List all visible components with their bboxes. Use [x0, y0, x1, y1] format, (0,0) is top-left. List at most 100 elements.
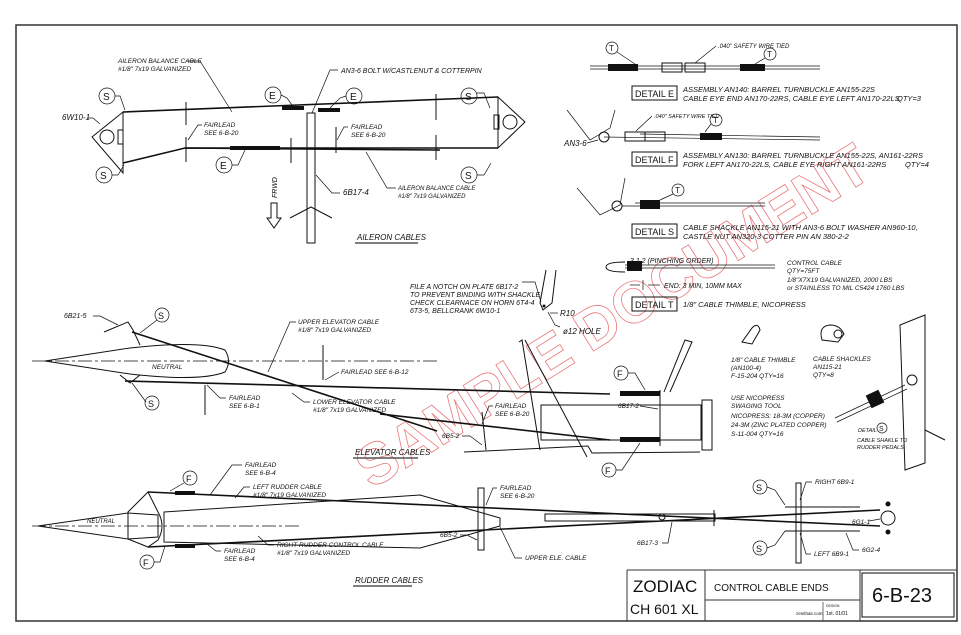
- torque-tube: [544, 513, 716, 522]
- aileron-section-title: AILERON CABLES: [356, 233, 427, 242]
- detail-t-label-box: [631, 296, 678, 312]
- control-cable-label: CONTROL CABLE: [787, 260, 842, 267]
- bellcrank-bracket-right: [493, 114, 500, 130]
- leader: [93, 315, 119, 326]
- leader: [209, 464, 242, 496]
- leader: [639, 405, 659, 410]
- detail-t-line-1: 1/8" CABLE THIMBLE, NICOPRESS: [683, 300, 806, 309]
- svg-text:T: T: [675, 186, 680, 195]
- callout-f-1: F: [613, 365, 646, 391]
- nicopress-line-5: S-11-004 QTY=16: [731, 431, 784, 438]
- callout-f-4: F: [139, 545, 166, 570]
- elevator-bulkhead-label: 6B5-2: [442, 433, 460, 440]
- callout-s-8: S: [752, 530, 786, 556]
- fairlead-e3: [481, 411, 487, 451]
- shackles-qty: QTY=8: [813, 372, 834, 379]
- sheet-border: [15, 24, 958, 622]
- bellcrank-bracket-left: [117, 129, 124, 145]
- stick-y-yoke: [289, 206, 333, 219]
- leader: [586, 139, 599, 144]
- end-spec-label: END: 3 MIN, 10MM MAX: [664, 283, 742, 290]
- callout-s-5: S: [139, 307, 170, 334]
- notch-note-line-4: 6T3-5, BELLCRANK 6W10-1: [410, 308, 500, 315]
- leader: [499, 526, 522, 559]
- leader: [186, 60, 233, 113]
- pedal-callout-circle: [876, 422, 888, 434]
- bulkhead-6b5: [477, 487, 485, 551]
- pedal-detail-desc-2: RUDDER PEDALS: [857, 445, 904, 451]
- cable-f-b: [639, 133, 821, 138]
- leader: [336, 126, 348, 141]
- leader: [365, 151, 396, 189]
- detail-e-qty: QTY=3: [897, 94, 922, 103]
- rudder-pedal-bar: [795, 482, 802, 564]
- left-rudder-cable: [147, 491, 881, 527]
- rudder-fairlead-top-label: FAIRLEAD: [245, 462, 277, 469]
- thimble-qty: F-15-204 QTY=16: [731, 373, 784, 380]
- notch-plate: [539, 269, 557, 311]
- svg-text:F: F: [143, 558, 149, 568]
- leader: [485, 487, 497, 506]
- leader: [87, 117, 101, 125]
- callout-t-1: T: [605, 41, 636, 65]
- svg-text:S: S: [100, 171, 107, 182]
- lower-elevator-cable-spec: #1/8" 7x19 GALVANIZED: [313, 407, 386, 414]
- svg-text:S: S: [465, 171, 472, 182]
- detail-t-box: DETAIL T 1/8" CABLE THIMBLE, NICOPRESS: [631, 296, 806, 312]
- pedal-part-6g2-label: 6G2-4: [862, 547, 880, 554]
- detail-s-line-1: CABLE SHACKLE AN115-21 WITH AN3-6 BOLT W…: [683, 223, 918, 232]
- detail-t-drawing: 3 1 2 (PINCHING ORDER) END: 3 MIN, 10MM …: [605, 258, 905, 292]
- callout-t-4: T: [659, 183, 685, 201]
- elevator-diagram: NEUTRAL S S F F 6B21-5 UPPER ELEVATOR CA…: [32, 269, 713, 478]
- leader: [868, 518, 881, 522]
- fairlead-6b12-label: FAIRLEAD SEE 6-B-12: [341, 369, 409, 376]
- shackles-label: CABLE SHACKLES: [813, 356, 871, 363]
- turnbuckle-f4: [175, 544, 195, 548]
- leader: [694, 45, 717, 64]
- notch-note-line-1: FILE A NOTCH ON PLATE 6B17-2: [410, 284, 518, 291]
- svg-text:T: T: [609, 44, 614, 53]
- brand-label: ZODIAC: [633, 577, 697, 596]
- detail-e-label: DETAIL: [635, 89, 666, 99]
- detail-f-line-1: ASSEMBLY AN130: BARREL TURNBUCKLE AN155-…: [682, 151, 923, 160]
- barrel: [644, 131, 666, 142]
- fuselage-outline: [163, 494, 501, 549]
- lower-elevator-cable: [124, 380, 611, 395]
- cable-thimble-icon: [741, 324, 761, 345]
- revision-label: DESIGN: [826, 604, 840, 608]
- callout-t-3: T: [704, 113, 723, 133]
- detail-f-box: DETAIL F ASSEMBLY AN130: BARREL TURNBUCK…: [631, 151, 929, 169]
- control-cable-qty: QTY=75FT: [787, 268, 820, 275]
- safety-wire-label-e: .040" SAFETY WIRE TIED: [718, 44, 790, 50]
- rudder-fairlead-6b20-label: FAIRLEAD: [500, 485, 532, 492]
- svg-text:F: F: [617, 369, 623, 379]
- notch-note-line-3: CHECK CLEARNACE ON HORN 6T4-4: [410, 300, 535, 307]
- aileron-cable-lower-a: [122, 147, 440, 164]
- svg-text:S: S: [756, 483, 762, 493]
- svg-text:T: T: [713, 116, 718, 125]
- notch-hole: [542, 304, 546, 308]
- leader: [799, 532, 811, 555]
- turnbuckle-f3: [175, 491, 195, 495]
- hole-label: ø12 HOLE: [563, 327, 601, 336]
- aileron-balance-cable-bottom-spec: #1/8" 7x19 GALVANIZED: [398, 194, 466, 200]
- svg-text:S: S: [756, 544, 762, 554]
- instrument-panel: [701, 399, 713, 451]
- nicopress-line-1: USE NICOPRESS: [731, 395, 785, 402]
- svg-text:F: F: [186, 474, 192, 484]
- detail-f-label: DETAIL: [635, 155, 666, 165]
- svg-text:S: S: [103, 92, 110, 103]
- control-cable-spec-1: 1/8"X7X19 GALVANIZED, 2000 LBS: [787, 277, 893, 284]
- bolt-label: AN3-6 BOLT W/CASTLENUT & COTTERPIN: [340, 68, 483, 75]
- pedal-detail-desc-1: CABLE SHAKLE TO: [857, 438, 908, 444]
- rudder-horn: [127, 491, 163, 548]
- leader: [187, 124, 202, 141]
- turnbuckle-f1: [620, 391, 660, 396]
- control-stick-e: [663, 339, 693, 393]
- pedal-sleeve: [865, 389, 885, 409]
- callout-s-7: S: [752, 479, 786, 506]
- leader: [522, 281, 542, 303]
- turnbuckle-f2: [620, 437, 660, 442]
- callout-f-3: F: [169, 470, 198, 492]
- callout-e-2: E: [329, 87, 363, 109]
